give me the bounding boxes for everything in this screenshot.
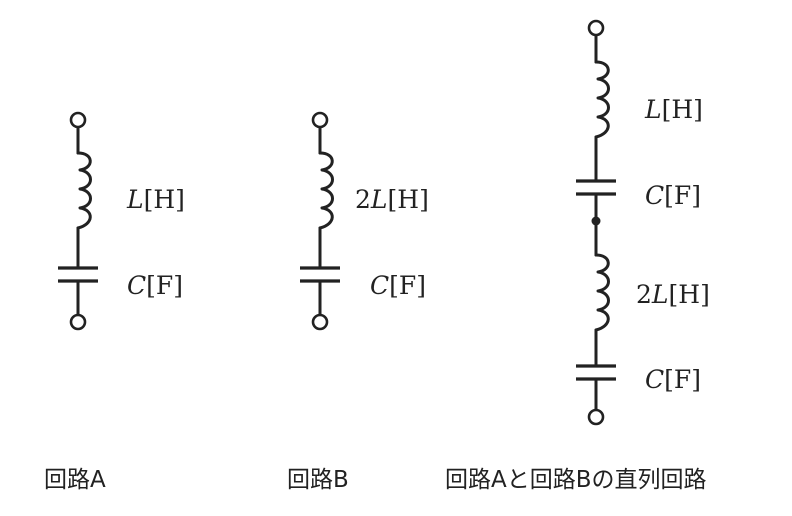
- series-capacitor-1-label: C[F]: [645, 181, 701, 210]
- series-inductor-1: [594, 60, 610, 139]
- circuit-series: L[H] C[F] 2L[H] C[F] 回路Aと回路Bの直列回路: [445, 19, 710, 493]
- circuit-b-terminal-bottom: [311, 313, 329, 331]
- series-inductor-2-label: 2L[H]: [636, 280, 710, 309]
- series-terminal-top: [587, 19, 605, 37]
- circuit-b-inductor: [318, 151, 334, 230]
- series-inductor-2: [594, 253, 610, 332]
- circuit-a-capacitor-label: C[F]: [127, 271, 183, 300]
- circuit-a-caption: 回路A: [44, 467, 106, 493]
- circuit-a-terminal-top: [69, 111, 87, 129]
- series-capacitor-2-label: C[F]: [645, 365, 701, 394]
- series-terminal-bottom: [587, 408, 605, 426]
- circuit-b: 2L[H] C[F] 回路B: [287, 111, 429, 493]
- circuit-b-capacitor-label: C[F]: [370, 271, 426, 300]
- series-junction-dot: [591, 216, 601, 226]
- circuit-a: L[H] C[F] 回路A: [44, 111, 185, 493]
- circuit-b-caption: 回路B: [287, 467, 349, 493]
- circuit-series-caption: 回路Aと回路Bの直列回路: [445, 467, 707, 493]
- series-inductor-1-label: L[H]: [644, 95, 703, 124]
- circuit-a-inductor-label: L[H]: [126, 185, 185, 214]
- circuit-a-inductor: [76, 151, 92, 230]
- circuit-b-terminal-top: [311, 111, 329, 129]
- circuit-b-inductor-label: 2L[H]: [355, 185, 429, 214]
- circuit-a-terminal-bottom: [69, 313, 87, 331]
